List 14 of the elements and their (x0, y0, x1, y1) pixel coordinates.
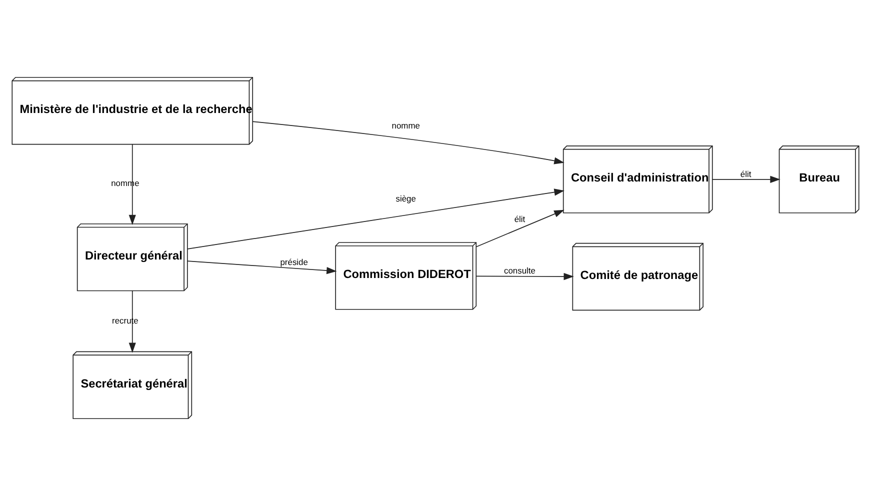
edge-label: préside (280, 256, 308, 266)
edge-label: élit (514, 213, 526, 224)
arrow (187, 260, 337, 274)
edge-label: consulte (504, 264, 536, 275)
edge-label: siège (396, 192, 416, 203)
arrow (476, 209, 564, 247)
arrow (128, 290, 136, 352)
edge-label: élit (740, 168, 752, 178)
arrow (712, 175, 780, 182)
arrow (476, 272, 574, 280)
arrow (128, 143, 136, 224)
arrow (252, 120, 564, 164)
arrow (187, 188, 564, 249)
edge-label: nomme (392, 120, 420, 130)
